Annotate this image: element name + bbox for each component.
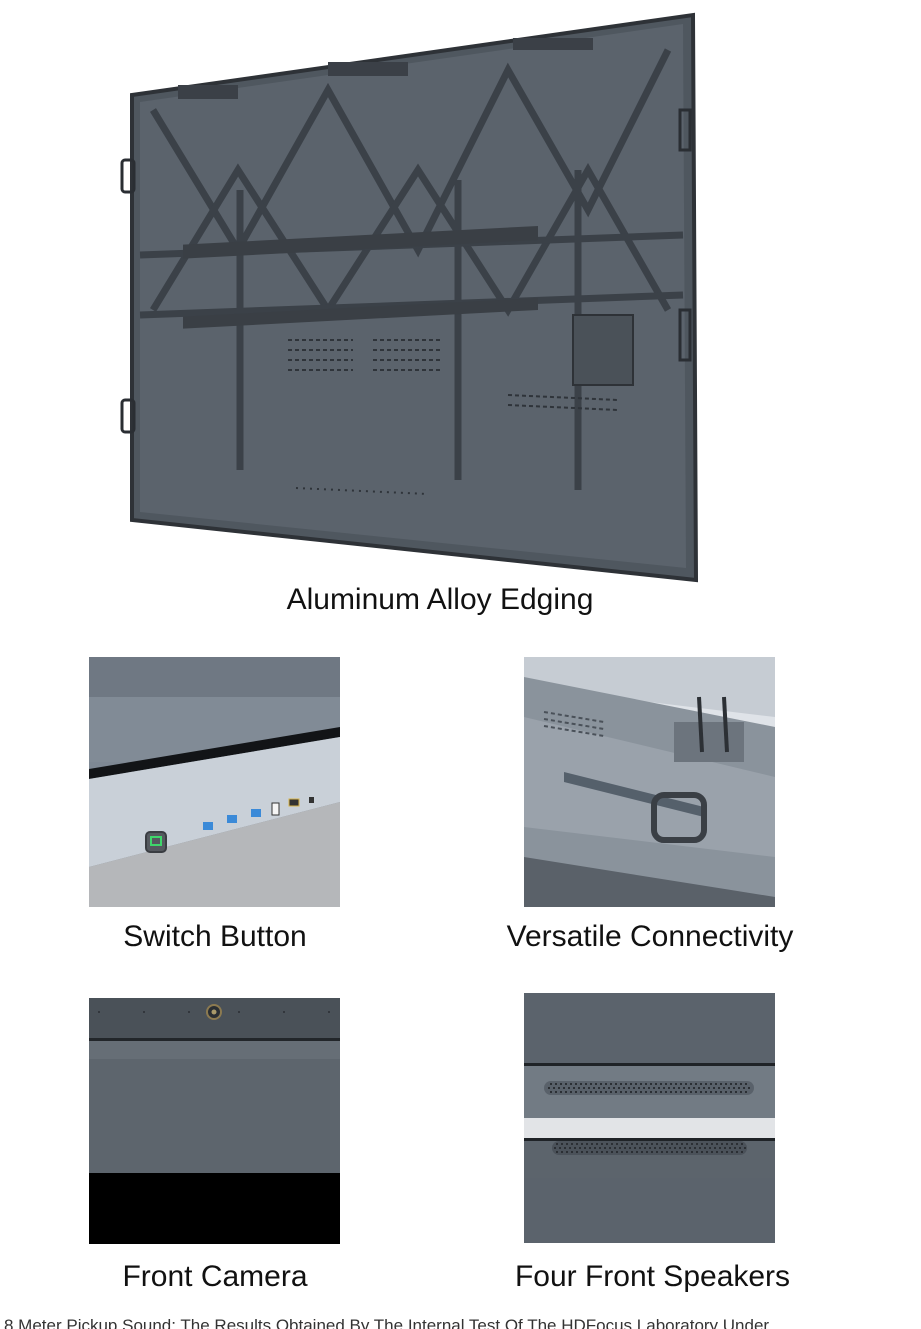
connectivity-illustration xyxy=(524,657,775,907)
main-caption: Aluminum Alloy Edging xyxy=(286,583,594,616)
front-camera-illustration xyxy=(89,998,340,1244)
footer-text: 8 Meter Pickup Sound: The Results Obtain… xyxy=(4,1316,770,1329)
switch-button-illustration xyxy=(89,657,340,907)
switch-caption: Switch Button xyxy=(123,920,307,953)
speakers-caption: Four Front Speakers xyxy=(514,1260,791,1293)
camera-caption: Front Camera xyxy=(122,1260,308,1293)
switch-button-image xyxy=(89,657,340,907)
speakers-image xyxy=(524,993,775,1243)
speakers-illustration xyxy=(524,993,775,1243)
connectivity-image xyxy=(524,657,775,907)
connectivity-caption: Versatile Connectivity xyxy=(506,920,794,953)
front-camera-image xyxy=(89,998,340,1244)
back-panel-illustration xyxy=(120,12,699,583)
back-panel-image xyxy=(118,10,703,585)
